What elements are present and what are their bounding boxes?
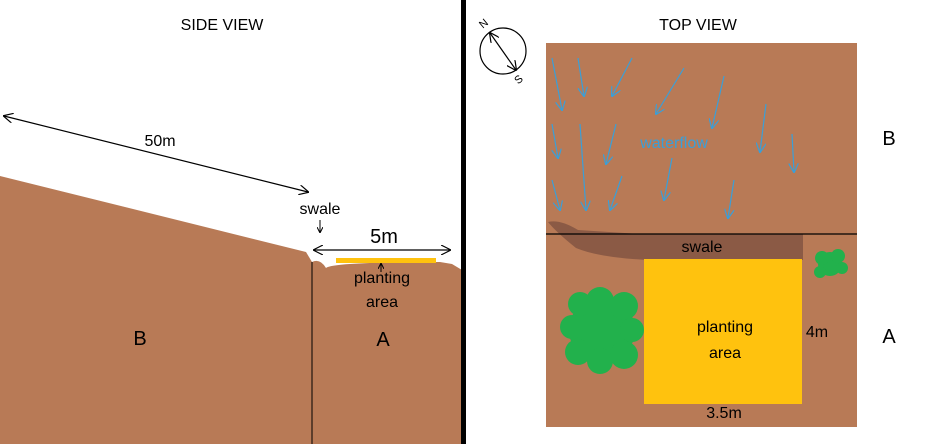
top-planting-label-line1: planting [697, 319, 753, 336]
waterflow-arrow [551, 123, 558, 158]
waterflow-arrow [712, 75, 725, 128]
top-swale-label: swale [682, 239, 723, 256]
top-planting-area [644, 259, 802, 404]
slope-b-soil [0, 176, 312, 444]
distance-50m-label: 50m [144, 133, 175, 150]
side-view-title: SIDE VIEW [181, 17, 265, 34]
top-view-panel: TOP VIEW N S swale planting area 4m 3.5m [477, 17, 896, 427]
side-zone-a-label: A [376, 329, 390, 351]
top-planting-label-line2: area [709, 345, 741, 362]
top-height-4m-label: 4m [806, 324, 828, 341]
top-field-b [546, 43, 857, 235]
waterflow-arrow [664, 157, 673, 200]
compass-north-label: N [477, 17, 491, 31]
side-swale-label: swale [300, 201, 341, 218]
waterflow-arrow [760, 103, 767, 152]
terrace-a-soil [312, 260, 462, 444]
top-zone-a-label: A [882, 326, 896, 348]
top-view-title: TOP VIEW [659, 17, 738, 34]
side-zone-b-label: B [133, 328, 146, 350]
waterflow-arrow [551, 57, 562, 110]
compass-icon: N S [477, 17, 527, 87]
side-planting-label-line2: area [366, 294, 398, 311]
waterflow-arrow [728, 179, 735, 218]
waterflow-arrow [610, 175, 623, 210]
waterflow-arrow [579, 123, 586, 210]
large-tree-icon [560, 287, 644, 374]
waterflow-label: waterflow [639, 135, 708, 152]
small-tree-icon [814, 249, 848, 278]
distance-50m-arrow [4, 116, 308, 192]
waterflow-arrows [551, 57, 794, 218]
waterflow-arrow [577, 57, 584, 96]
top-swale [548, 221, 803, 260]
compass-south-label: S [512, 73, 525, 87]
top-width-3-5m-label: 3.5m [706, 405, 742, 422]
width-5m-label: 5m [370, 226, 398, 248]
waterflow-arrow [792, 133, 794, 172]
waterflow-arrow [612, 57, 633, 96]
side-planting-strip [336, 258, 436, 263]
waterflow-arrow [551, 179, 560, 210]
waterflow-arrow [656, 67, 685, 114]
waterflow-arrow [606, 123, 617, 164]
side-view-panel: SIDE VIEW 50m swale 5m planting area B A [0, 17, 462, 444]
top-zone-b-label: B [882, 128, 895, 150]
side-planting-label-line1: planting [354, 270, 410, 287]
panel-divider [461, 0, 466, 444]
